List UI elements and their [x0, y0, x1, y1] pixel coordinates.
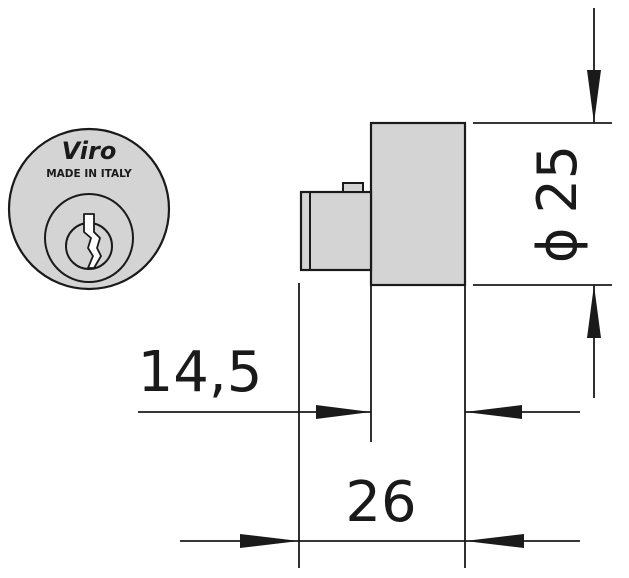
arrow-up-icon — [587, 285, 601, 338]
cylinder-body — [299, 190, 373, 272]
cylinder-head — [369, 121, 467, 287]
extension-lines — [298, 122, 612, 568]
diameter-dimension: ϕ 25 — [526, 8, 601, 398]
arrow-left-icon — [465, 534, 524, 548]
cylinder-front-view: Viro MADE IN ITALY — [7, 127, 171, 291]
cylinder-plug-ring — [44, 193, 134, 283]
brand-logo: Viro — [62, 137, 117, 165]
protrusion-label: 14,5 — [138, 340, 263, 405]
cylinder-face-outer — [7, 127, 171, 291]
total-length-label: 26 — [345, 470, 416, 535]
cylinder-side-view — [299, 121, 467, 287]
arrow-right-icon — [240, 534, 299, 548]
arrow-down-icon — [587, 70, 601, 123]
made-in-italy-label: MADE IN ITALY — [46, 168, 132, 180]
keyway-icon — [83, 213, 102, 269]
diameter-value: 25 — [526, 145, 589, 214]
diameter-label: ϕ 25 — [526, 145, 589, 263]
cylinder-cam-tab — [342, 182, 364, 193]
diameter-symbol: ϕ — [526, 228, 589, 264]
total-length-dimension: 26 — [180, 470, 580, 548]
protrusion-dimension: 14,5 — [138, 340, 580, 419]
arrow-left-icon — [465, 405, 522, 419]
arrow-right-icon — [316, 405, 371, 419]
